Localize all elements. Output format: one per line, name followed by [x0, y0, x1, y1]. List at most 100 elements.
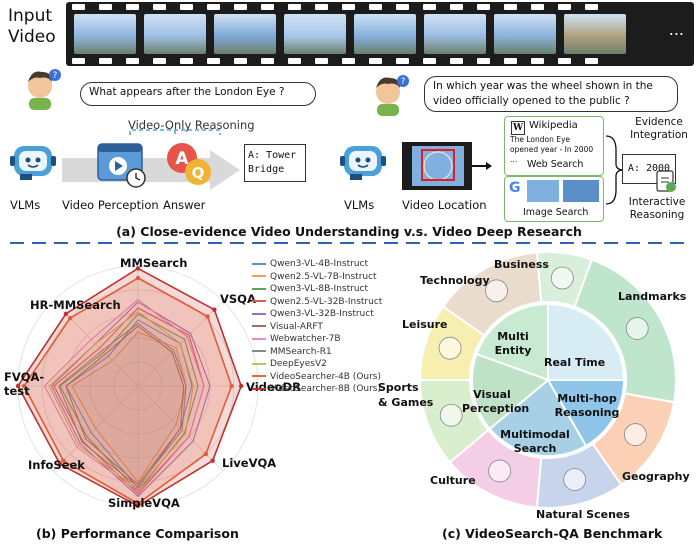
legend-swatch — [252, 387, 266, 390]
outer-label-geography: Geography — [622, 470, 690, 483]
legend-swatch — [252, 287, 266, 290]
category-icon-7 — [438, 336, 462, 360]
web-search-label: Web Search — [527, 159, 584, 170]
vlms-right-label: VLMs — [344, 198, 375, 212]
clipboard-icon — [656, 170, 676, 192]
radar-point — [210, 458, 215, 463]
film-perforation — [126, 4, 139, 10]
radar-series-2 — [71, 331, 187, 483]
question-right: In which year was the wheel shown in the… — [424, 76, 678, 112]
radar-point — [15, 383, 21, 389]
vlms-left-label: VLMs — [10, 198, 41, 212]
axis-label-livevqa: LiveVQA — [222, 456, 277, 470]
film-perforation — [558, 4, 571, 10]
legend-label: DeepEyesV2 — [270, 359, 327, 369]
legend-item: MMSearch-R1 — [252, 346, 332, 358]
inner-label-visual-perception: Visual Perception — [462, 388, 530, 415]
legend-swatch — [252, 362, 266, 365]
video-location-pipeline — [402, 142, 492, 190]
radar-point — [57, 461, 63, 467]
film-perforation — [288, 58, 301, 64]
category-icon-5 — [488, 459, 512, 483]
film-perforation — [396, 4, 409, 10]
video-frame — [494, 14, 556, 54]
legend-label: Qwen3-VL-4B-Instruct — [270, 259, 368, 269]
film-perforation — [477, 4, 490, 10]
radar-point — [67, 315, 73, 321]
film-perforation — [99, 4, 112, 10]
film-perforation — [369, 58, 382, 64]
legend-label: Qwen3-VL-8B-Instruct — [270, 284, 368, 294]
legend-swatch — [252, 300, 266, 302]
caption-b: (b) Performance Comparison — [36, 526, 239, 541]
legend-item: Qwen3-VL-32B-Instruct — [252, 308, 374, 320]
sunburst-inner-segment-5 — [471, 352, 550, 431]
radar-series-9 — [48, 310, 194, 490]
film-perforation — [585, 4, 598, 10]
film-perforation — [558, 58, 571, 64]
legend-label: Qwen3-VL-32B-Instruct — [270, 309, 374, 319]
video-filmstrip: ... — [66, 2, 694, 66]
radar-point — [21, 383, 27, 389]
film-perforation — [477, 58, 490, 64]
robot-right-icon — [340, 146, 386, 180]
image-thumb-1 — [527, 180, 559, 202]
category-icon-2 — [625, 317, 649, 340]
video-frame — [284, 14, 346, 54]
legend-label: Webwatcher-7B — [270, 334, 341, 344]
legend-label: MMSearch-R1 — [270, 346, 332, 357]
film-perforation — [531, 58, 544, 64]
radar-series-8 — [58, 322, 187, 488]
film-perforation — [342, 4, 355, 10]
answer-left-box: A: Tower Bridge — [244, 144, 306, 182]
axis-label-vsqa: VSQA — [220, 292, 256, 306]
film-perforation — [315, 4, 328, 10]
film-perforation — [207, 58, 220, 64]
outer-label-technology: Technology — [420, 274, 490, 287]
legend-item: Webwatcher-7B — [252, 333, 341, 345]
film-perforation — [72, 58, 85, 64]
legend-swatch — [252, 312, 266, 315]
legend-item: Qwen2.5-VL-7B-Instruct — [252, 271, 377, 283]
legend-item: VideoSearcher-4B (Ours) — [252, 371, 381, 383]
radar-point — [239, 383, 244, 389]
radar-point — [135, 266, 141, 271]
film-perforation — [207, 4, 220, 10]
film-perforation — [99, 58, 112, 64]
axis-label-hr-mmsearch: HR-MMSearch — [30, 298, 121, 312]
film-perforation — [126, 58, 139, 64]
film-perforation — [342, 58, 355, 64]
outer-label-natural-scenes: Natural Scenes — [536, 508, 630, 521]
person-right-icon: ? — [376, 75, 409, 116]
axis-label-videodr: VideoDR — [246, 380, 301, 394]
legend-swatch — [252, 325, 266, 327]
radar-series-6 — [65, 325, 185, 486]
video-perception-icon — [97, 143, 146, 188]
film-perforation — [261, 58, 274, 64]
benchmark-sunburst-chart — [418, 251, 677, 509]
interactive-reasoning-label: Interactive Reasoning — [628, 196, 686, 221]
svg-text:?: ? — [53, 71, 58, 81]
legend-item: Qwen3-VL-8B-Instruct — [252, 283, 368, 295]
legend-item: DeepEyesV2 — [252, 358, 327, 370]
video-frame — [424, 14, 486, 54]
outer-label-landmarks: Landmarks — [618, 290, 687, 303]
film-perforation — [531, 4, 544, 10]
caption-a: (a) Close-evidence Video Understanding v… — [116, 224, 582, 239]
film-perforation — [450, 58, 463, 64]
legend-item: Visual-ARFT — [252, 321, 323, 333]
legend-label: VideoSearcher-8B (Ours) — [270, 384, 382, 394]
question-left: What appears after the London Eye ? — [80, 82, 316, 106]
film-perforation — [180, 58, 193, 64]
legend-label: Qwen2.5-VL-32B-Instruct — [270, 296, 383, 307]
axis-label-simplevqa: SimpleVQA — [108, 496, 180, 510]
inner-label-multi-entity: Multi Entity — [494, 330, 532, 357]
film-perforation — [369, 4, 382, 10]
legend-label: Visual-ARFT — [270, 321, 323, 332]
film-perforation — [423, 4, 436, 10]
legend-swatch — [252, 275, 266, 277]
image-search-card: G Image Search — [504, 176, 604, 222]
legend-label: VideoSearcher-4B (Ours) — [270, 371, 382, 382]
film-perforation — [504, 58, 517, 64]
legend-swatch — [252, 375, 266, 377]
